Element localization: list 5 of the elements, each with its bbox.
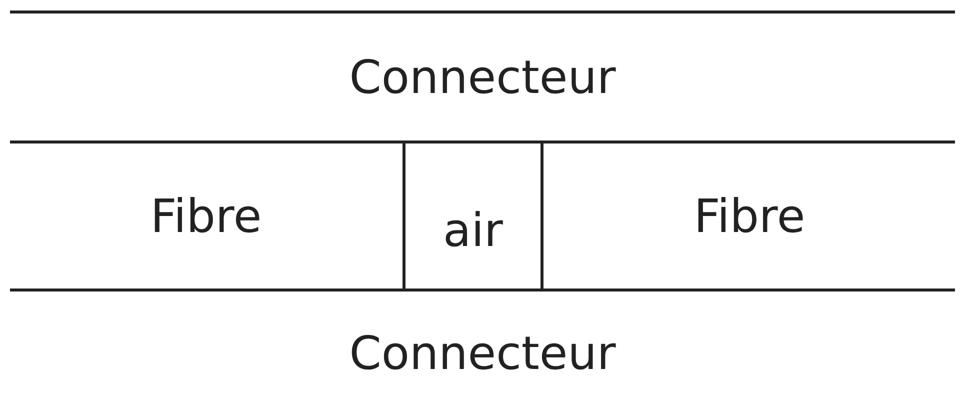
region-label: Connecteur (349, 52, 616, 102)
region-label: air (443, 204, 503, 256)
region-label: Fibre (150, 190, 262, 242)
region-label: Connecteur (349, 328, 616, 378)
region-label: Fibre (694, 190, 806, 242)
